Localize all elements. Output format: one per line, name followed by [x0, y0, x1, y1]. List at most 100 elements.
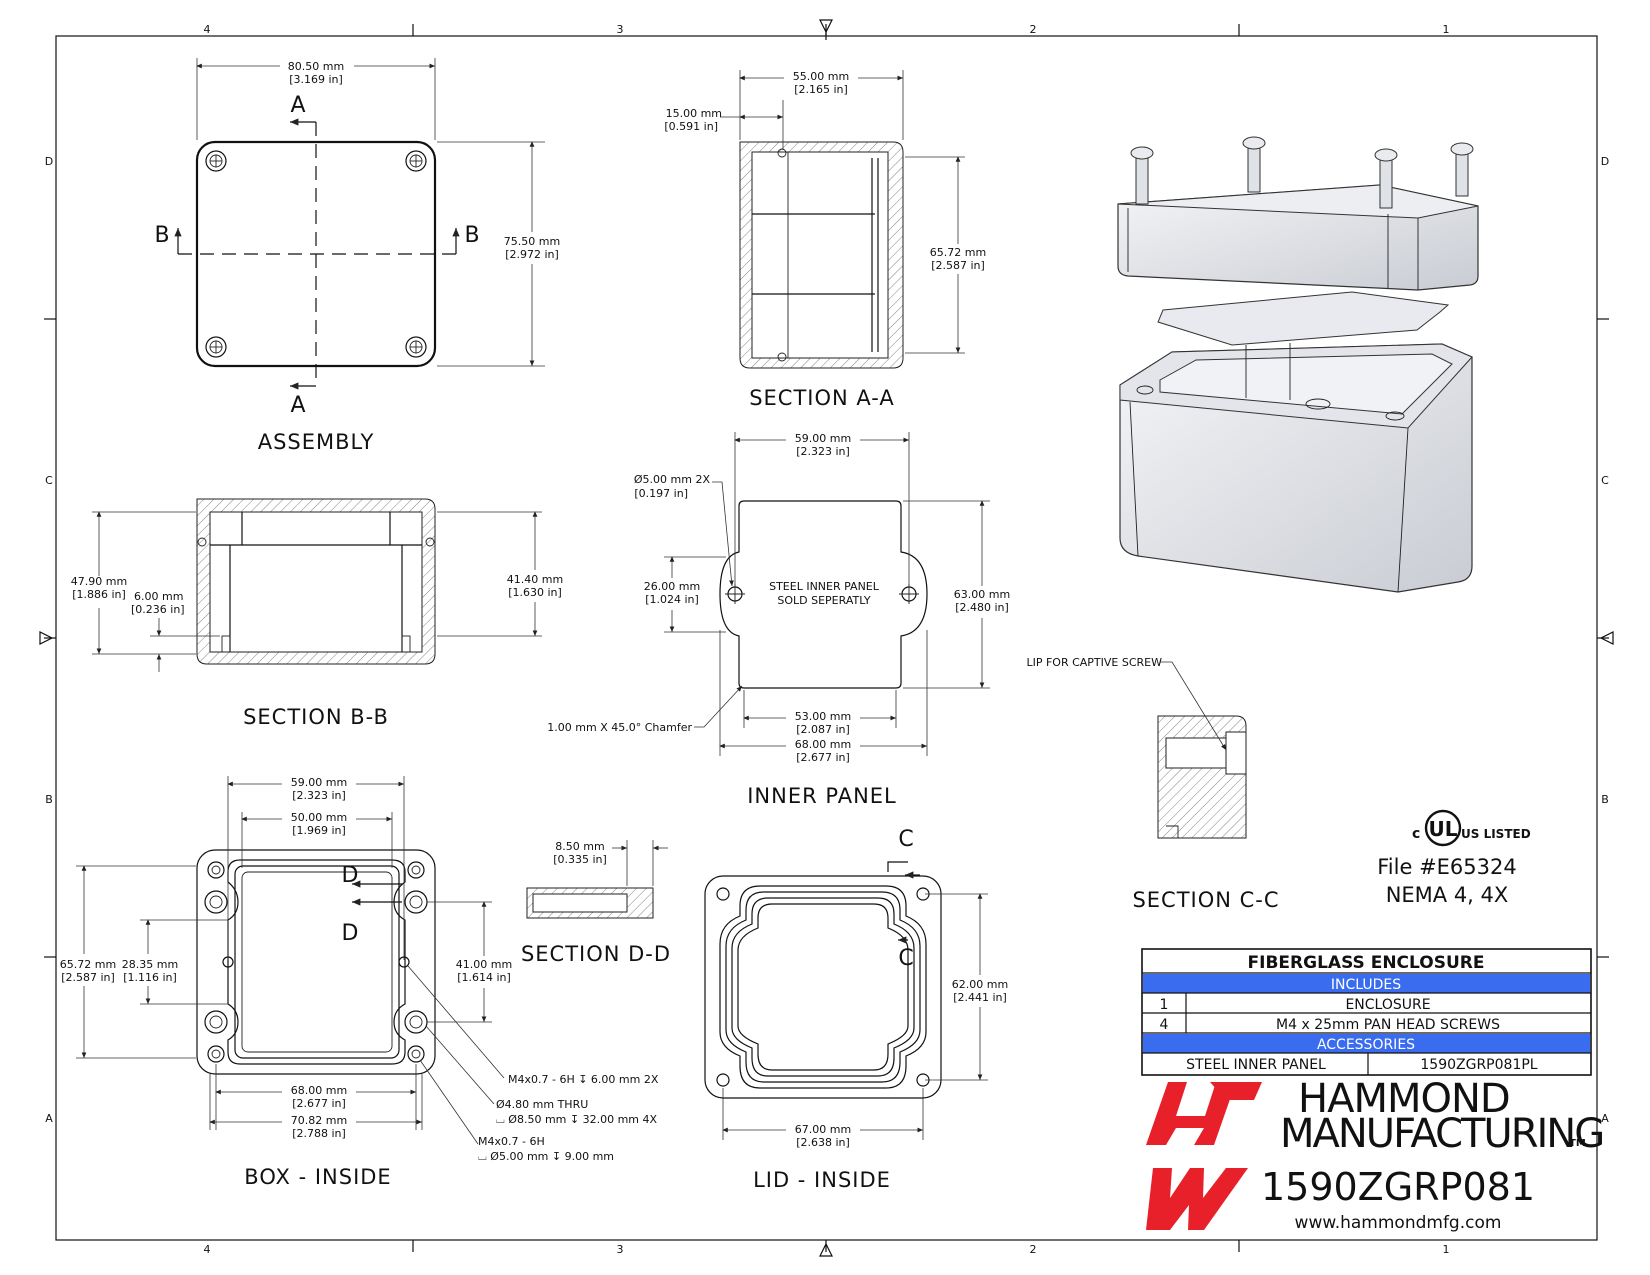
- section-cc-view: LIP FOR CAPTIVE SCREW SECTION C-C: [1026, 656, 1279, 912]
- section-dd-view: 8.50 mm [0.335 in] SECTION D-D: [521, 840, 671, 966]
- lid-inside-view: C C 62.00 mm [2.441 in] 67.00 mm [2.638 …: [704, 827, 1012, 1192]
- inner-panel-view: STEEL INNER PANEL SOLD SEPERATLY 59.00 m…: [547, 432, 1014, 808]
- website: www.hammondmfg.com: [1295, 1213, 1502, 1233]
- grid-col-3: 3: [617, 23, 624, 36]
- title-block-heading: FIBERGLASS ENCLOSURE: [1248, 953, 1485, 973]
- grid-col-3-bottom: 3: [617, 1243, 624, 1256]
- section-cc-title: SECTION C-C: [1132, 888, 1279, 912]
- section-aa-offset-mm: 15.00 mm: [666, 107, 722, 120]
- box-inside-right-in: [1.614 in]: [457, 971, 511, 984]
- include-item-1: ENCLOSURE: [1345, 997, 1430, 1013]
- section-bb-title: SECTION B-B: [243, 705, 389, 729]
- cut-label-b-right: B: [464, 223, 479, 248]
- cut-label-d-top: D: [342, 863, 359, 888]
- include-qty-1: 1: [1160, 997, 1169, 1013]
- section-dd-title: SECTION D-D: [521, 942, 671, 966]
- brand-block: HAMMOND MANUFACTURING TM 1590ZGRP081 www…: [1146, 1076, 1605, 1233]
- screw-icon: [205, 150, 427, 358]
- ul-logo-icon: [1424, 809, 1462, 847]
- grid-row-a: A: [45, 1112, 53, 1125]
- exploded-3d-view: [1117, 136, 1479, 593]
- cut-label-c-bottom: C: [898, 946, 913, 971]
- accessory-part: 1590ZGRP081PL: [1420, 1057, 1537, 1073]
- part-number: 1590ZGRP081: [1261, 1165, 1535, 1209]
- section-dd-width-mm: 8.50 mm: [555, 840, 604, 853]
- section-aa-width-in: [2.165 in]: [794, 83, 848, 96]
- box-inside-left-2-mm: 28.35 mm: [122, 958, 178, 971]
- box-inside-right-mm: 41.00 mm: [456, 958, 512, 971]
- box-inside-bottom-2-mm: 70.82 mm: [291, 1114, 347, 1127]
- inner-panel-bottom-1-in: [2.087 in]: [796, 723, 850, 736]
- ul-listed-text: US LISTED: [1461, 827, 1531, 841]
- inner-panel-top-in: [2.323 in]: [796, 445, 850, 458]
- nema-rating: NEMA 4, 4X: [1386, 883, 1509, 907]
- assembly-height-mm: 75.50 mm: [504, 235, 560, 248]
- inner-panel-note-2: SOLD SEPERATLY: [777, 594, 871, 607]
- assembly-width-in: [3.169 in]: [289, 73, 343, 86]
- grid-col-2-bottom: 2: [1030, 1243, 1037, 1256]
- grid-row-d-right: D: [1601, 155, 1609, 168]
- section-bb-base-in: [0.236 in]: [131, 603, 185, 616]
- inner-panel-bottom-2-mm: 68.00 mm: [795, 738, 851, 751]
- inner-panel-hole-in: [0.197 in]: [634, 487, 688, 500]
- brand-tm: TM: [1569, 1138, 1586, 1149]
- section-aa-width-mm: 55.00 mm: [793, 70, 849, 83]
- box-inside-top-2-in: [1.969 in]: [292, 824, 346, 837]
- section-bb-height-in: [1.886 in]: [72, 588, 126, 601]
- lid-hole-icon: [716, 887, 930, 1087]
- brand-line-1: HAMMOND: [1298, 1076, 1510, 1122]
- inner-panel-hole-mm: Ø5.00 mm 2X: [634, 473, 711, 486]
- lid-inside-height-mm: 62.00 mm: [952, 978, 1008, 991]
- box-inside-note-2b: ⌴ Ø8.50 mm ↧ 32.00 mm 4X: [496, 1113, 657, 1126]
- box-inside-left-1-mm: 65.72 mm: [60, 958, 116, 971]
- box-inside-note-1: M4x0.7 - 6H ↧ 6.00 mm 2X: [508, 1073, 659, 1086]
- box-inside-view: D D 59.00 mm [2.323 in] 50.00 mm [1.969 …: [58, 776, 659, 1189]
- accessories-label: ACCESSORIES: [1317, 1037, 1415, 1053]
- inner-panel-bottom-1-mm: 53.00 mm: [795, 710, 851, 723]
- inner-panel-hole-spacing-mm: 26.00 mm: [644, 580, 700, 593]
- grid-row-a-right: A: [1601, 1112, 1609, 1125]
- include-qty-2: 4: [1160, 1017, 1169, 1033]
- inner-panel-bottom-2-in: [2.677 in]: [796, 751, 850, 764]
- box-inside-bottom-1-mm: 68.00 mm: [291, 1084, 347, 1097]
- section-bb-view: 47.90 mm [1.886 in] 6.00 mm [0.236 in] 4…: [66, 498, 567, 729]
- grid-row-c-right: C: [1601, 474, 1609, 487]
- screw-icon: [1130, 136, 1474, 209]
- cut-label-d-bottom: D: [342, 921, 359, 946]
- inner-panel-top-mm: 59.00 mm: [795, 432, 851, 445]
- box-inside-title: BOX - INSIDE: [244, 1165, 391, 1189]
- inner-panel-chamfer-note: 1.00 mm X 45.0° Chamfer: [547, 721, 692, 734]
- ul-mark: UL: [1429, 817, 1458, 841]
- grid-col-4-bottom: 4: [204, 1243, 211, 1256]
- section-aa-height-in: [2.587 in]: [931, 259, 985, 272]
- section-bb-inner-mm: 41.40 mm: [507, 573, 563, 586]
- ul-prefix: c: [1412, 826, 1420, 842]
- lid-inside-height-in: [2.441 in]: [953, 991, 1007, 1004]
- cut-label-c-top: C: [898, 827, 913, 852]
- section-cc-lip-note: LIP FOR CAPTIVE SCREW: [1026, 656, 1162, 669]
- box-inside-top-1-mm: 59.00 mm: [291, 776, 347, 789]
- section-aa-offset-in: [0.591 in]: [664, 120, 718, 133]
- title-block: FIBERGLASS ENCLOSURE INCLUDES 1 ENCLOSUR…: [1141, 948, 1592, 1076]
- box-inside-left-1-in: [2.587 in]: [61, 971, 115, 984]
- accessory-name: STEEL INNER PANEL: [1186, 1057, 1326, 1073]
- includes-band: [1143, 974, 1590, 993]
- grid-col-1-bottom: 1: [1443, 1243, 1450, 1256]
- sheet-border: [39, 19, 1614, 1257]
- section-bb-base-mm: 6.00 mm: [134, 590, 183, 603]
- box-inside-bottom-2-in: [2.788 in]: [292, 1127, 346, 1140]
- grid-row-d: D: [45, 155, 53, 168]
- inner-panel-note-1: STEEL INNER PANEL: [769, 580, 880, 593]
- section-bb-height-mm: 47.90 mm: [71, 575, 127, 588]
- inner-panel-height-mm: 63.00 mm: [954, 588, 1010, 601]
- box-inside-note-3b: ⌴ Ø5.00 mm ↧ 9.00 mm: [478, 1150, 614, 1163]
- section-bb-inner-in: [1.630 in]: [508, 586, 562, 599]
- section-aa-view: 55.00 mm [2.165 in] 15.00 mm [0.591 in] …: [664, 70, 990, 410]
- grid-row-c: C: [45, 474, 53, 487]
- grid-row-b: B: [45, 793, 53, 806]
- inner-panel-height-in: [2.480 in]: [955, 601, 1009, 614]
- assembly-height-in: [2.972 in]: [505, 248, 559, 261]
- section-aa-height-mm: 65.72 mm: [930, 246, 986, 259]
- grid-labels: 4 3 2 1 4 3 2 1 D C B A D C B A: [45, 23, 1609, 1256]
